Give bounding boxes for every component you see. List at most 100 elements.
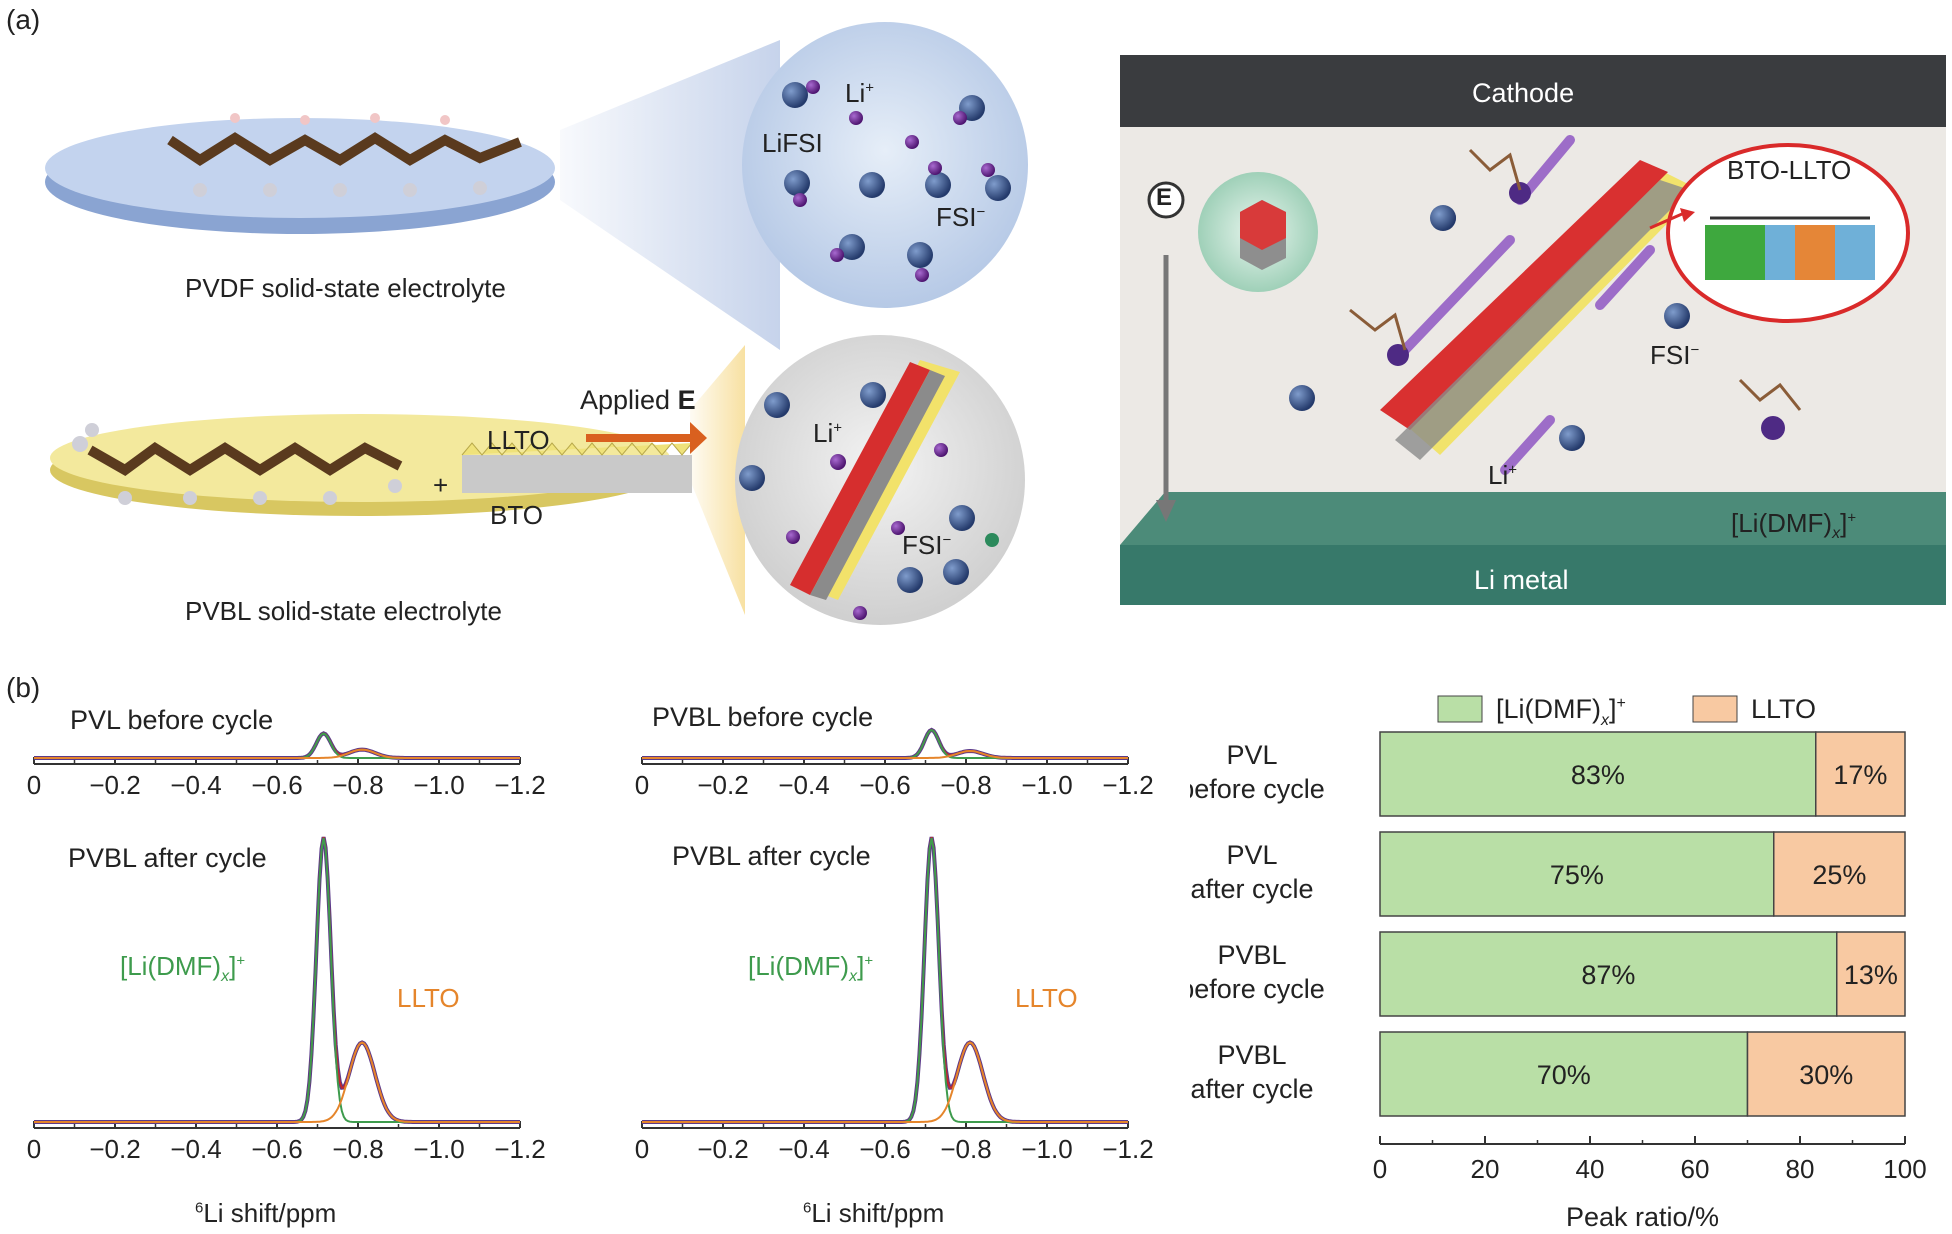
nmr-plot-4: 0−0.2−0.4−0.6−0.8−1.0−1.2 <box>635 836 1154 1164</box>
bar-value-label: 13% <box>1844 960 1898 990</box>
cathode-layer <box>1120 55 1946 127</box>
panel-b-label: (b) <box>6 672 41 703</box>
cell-complex-x: x <box>1832 525 1841 543</box>
nmr-tick-label: 0 <box>635 1134 649 1164</box>
nmr-tick-label: −0.2 <box>697 1134 748 1164</box>
panel-a-illustration <box>45 22 1946 625</box>
bar-2-series-2 <box>1773 831 1906 917</box>
nmr-fit-dmf <box>642 837 1128 1123</box>
cell-li-label: Li+ <box>1488 460 1517 491</box>
nmr-title-2: PVBL before cycle <box>652 702 874 732</box>
nmr-tick-label: −1.2 <box>494 770 545 800</box>
cell-complex-label: [Li(DMF)x]+ <box>1731 508 1856 543</box>
pvbl-bubble-li: Li+ <box>813 418 842 449</box>
nmr-title-3: PVBL after cycle <box>68 843 267 873</box>
nmr-tick-label: −0.4 <box>778 1134 829 1164</box>
bar-3-series-2 <box>1836 931 1906 1017</box>
legend-swatch-1 <box>1437 695 1483 723</box>
pvdf-zoom-bubble <box>742 22 1028 308</box>
nmr-fit-sum <box>642 836 1128 1123</box>
nmr-xlabel-text-r: Li shift/ppm <box>811 1198 945 1228</box>
pvdf-bubble-lifsi: LiFSI <box>762 128 823 158</box>
bar-3-series-1 <box>1379 931 1838 1017</box>
cathode-label: Cathode <box>1472 78 1575 108</box>
pvdf-li-text: Li <box>845 78 866 108</box>
bar-value-label: 87% <box>1581 960 1635 990</box>
applied-field-label: Applied E <box>580 385 696 416</box>
panel-a-label: (a) <box>6 4 41 35</box>
dmf-pre-r: [Li(DMF) <box>748 951 850 981</box>
pvbl-disc <box>50 345 745 615</box>
nmr-tick-label: −1.2 <box>494 1134 545 1164</box>
x-tick-label: 100 <box>1883 1154 1926 1184</box>
nmr-tick-label: −1.0 <box>1021 1134 1072 1164</box>
field-e-label: E <box>1156 184 1173 211</box>
nmr-tick-label: −0.2 <box>89 770 140 800</box>
bar-value-label: 70% <box>1537 1060 1591 1090</box>
bar-value-label: 83% <box>1571 760 1625 790</box>
x-tick-label: 40 <box>1576 1154 1605 1184</box>
dmf-post-r: ] <box>857 951 865 981</box>
nmr-fit-sum <box>34 836 520 1123</box>
bar-2-series-1 <box>1379 831 1775 917</box>
pvdf-fsi-sup: − <box>976 203 986 221</box>
nmr-xlabel-sup-l: 6 <box>195 1199 204 1217</box>
cell-complex-post: ] <box>1840 508 1848 538</box>
pvbl-plus: + <box>433 470 449 500</box>
nmr-llto-label-left: LLTO <box>397 983 460 1013</box>
bto-llto-label: BTO-LLTO <box>1727 155 1852 185</box>
nmr-raw-curve <box>642 836 1128 1124</box>
nmr-tick-label: −0.4 <box>170 1134 221 1164</box>
nmr-tick-label: −0.4 <box>170 770 221 800</box>
nmr-fit-sum <box>642 728 1128 759</box>
nmr-raw-curve <box>34 836 520 1124</box>
pvbl-fsi-sup: − <box>942 531 952 549</box>
nmr-fit-dmf <box>34 732 520 759</box>
pvdf-li-sup: + <box>865 79 875 97</box>
nmr-plot-3: 0−0.2−0.4−0.6−0.8−1.0−1.2 <box>27 836 546 1164</box>
nmr-tick-label: −0.2 <box>89 1134 140 1164</box>
nmr-fit-llto <box>642 1041 1128 1123</box>
bar-value-label: 25% <box>1812 860 1866 890</box>
pvbl-zoom-bubble <box>735 335 1025 625</box>
bar-value-label: 17% <box>1833 760 1887 790</box>
cell-fsi-text: FSI <box>1650 340 1691 370</box>
cell-complex-sup: + <box>1847 509 1857 527</box>
cell-fsi-sup: − <box>1690 341 1700 359</box>
nmr-xlabel-right: 6Li shift/ppm <box>803 1198 944 1229</box>
nmr-tick-label: −0.8 <box>332 1134 383 1164</box>
dmf-pre-l: [Li(DMF) <box>120 951 222 981</box>
nmr-plot-2: 0−0.2−0.4−0.6−0.8−1.0−1.2 <box>635 727 1154 800</box>
legend-label-2: LLTO <box>1751 694 1816 724</box>
bar-4-series-1 <box>1379 1031 1749 1117</box>
applied-text: Applied <box>580 385 671 415</box>
cell-fsi-label: FSI− <box>1650 340 1699 371</box>
nmr-fit-sum <box>34 732 520 759</box>
nmr-tick-label: 0 <box>635 770 649 800</box>
nmr-raw-curve <box>34 731 520 760</box>
dmf-post-l: ] <box>229 951 237 981</box>
li-metal-label: Li metal <box>1474 565 1569 595</box>
pvdf-bubble-fsi: FSI− <box>936 202 985 233</box>
nmr-tick-label: −0.4 <box>778 770 829 800</box>
dmf-sup-l: + <box>236 952 246 970</box>
nmr-fit-dmf <box>34 837 520 1123</box>
nmr-tick-label: 0 <box>27 1134 41 1164</box>
pvbl-caption: PVBL solid-state electrolyte <box>185 596 502 626</box>
nmr-title-4: PVBL after cycle <box>672 841 871 871</box>
nmr-tick-label: −1.0 <box>413 770 464 800</box>
nmr-dmf-label-left: [Li(DMF)x]+ <box>120 951 245 986</box>
x-axis-title: Peak ratio/% <box>1566 1202 1719 1232</box>
battery-cell <box>1120 55 1946 605</box>
nmr-tick-label: −1.2 <box>1102 770 1153 800</box>
nmr-xlabel-text-l: Li shift/ppm <box>203 1198 337 1228</box>
x-tick-label: 0 <box>1373 1154 1387 1184</box>
nmr-xlabel-sup-r: 6 <box>803 1199 812 1217</box>
nmr-tick-label: −1.0 <box>1021 770 1072 800</box>
pvbl-li-sup: + <box>833 419 843 437</box>
nmr-tick-label: −0.8 <box>940 770 991 800</box>
